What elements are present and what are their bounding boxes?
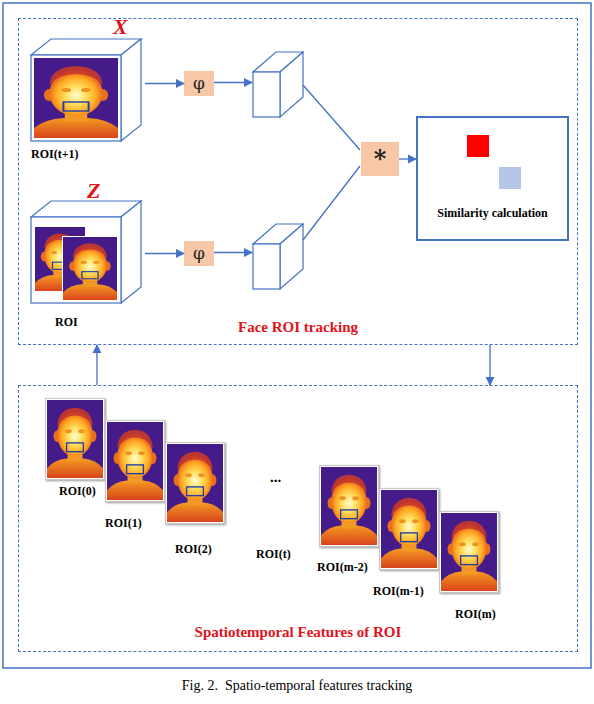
frame-label: ROI(2): [175, 542, 212, 556]
flow-arrow: [489, 345, 490, 385]
input-cube: Z ROI: [29, 181, 145, 331]
frame-border: [165, 442, 225, 524]
thermal-face: [321, 467, 377, 545]
thermal-face: [34, 58, 118, 138]
operator-box: *: [361, 142, 399, 176]
input-letter: X: [113, 15, 128, 39]
thermal-face: [107, 422, 163, 500]
group-title: Face ROI tracking: [19, 319, 577, 336]
thermal-face: [47, 400, 103, 478]
similarity-box: Similarity calculation: [416, 116, 569, 241]
flow-arrow: [96, 345, 97, 385]
figure-caption: Fig. 2. Spatio-temporal features trackin…: [0, 678, 594, 694]
cube-side: [121, 39, 141, 141]
group-box: Spatiotemporal Features of ROI ROI(0) ROI(…: [18, 385, 578, 652]
thermal-image: [107, 422, 163, 500]
thermal-face: [381, 490, 437, 568]
flow-arrow: [399, 158, 416, 159]
thermal-image: [381, 490, 437, 568]
input-label: ROI(t+1): [31, 147, 79, 161]
frame-label: ROI(m): [455, 607, 496, 621]
frame-label: ROI(m-2): [317, 560, 368, 574]
free-label: ROI(t): [256, 547, 291, 561]
group-box: Face ROI trackingXROI(t+1)φ*Similarity c…: [18, 18, 578, 345]
operator-symbol: *: [374, 147, 387, 171]
thermal-image: [321, 467, 377, 545]
roi-frame: ROI(1): [105, 420, 167, 540]
operator-box: φ: [184, 241, 214, 266]
roi-frame: ROI(0): [45, 398, 107, 518]
score-high: [467, 135, 489, 157]
frame-label: ROI(m-1): [373, 584, 424, 598]
thermal-image: [441, 513, 497, 591]
operator-symbol: φ: [193, 75, 205, 92]
roi-frame: ROI(m-1): [379, 488, 441, 608]
operator-box: φ: [184, 71, 214, 96]
flow-arrow: [145, 83, 184, 84]
roi-frame: ROI(m): [439, 511, 501, 631]
roi-frame: ROI(m-2): [319, 465, 381, 585]
flow-arrow: [145, 253, 184, 254]
thermal-image: [167, 444, 223, 522]
free-label: ...: [270, 470, 281, 484]
feature-cuboid: [253, 224, 303, 289]
frame-border: [439, 511, 499, 593]
group-title: Spatiotemporal Features of ROI: [19, 624, 577, 641]
roi-frame: ROI(2): [165, 442, 227, 562]
frame-border: [319, 465, 379, 547]
input-label: ROI: [55, 315, 78, 329]
frame-border: [45, 398, 105, 480]
feature-line: [303, 166, 360, 240]
cube-front: [31, 217, 121, 303]
input-cube: XROI(t+1): [29, 19, 145, 169]
frame-label: ROI(0): [59, 484, 96, 498]
frame-label: ROI(1): [105, 516, 142, 530]
face-border: [62, 236, 118, 300]
input-letter: Z: [87, 179, 100, 203]
thermal-face: [441, 513, 497, 591]
cube-side: [121, 201, 141, 303]
frame-border: [105, 420, 165, 502]
box-label: Similarity calculation: [418, 206, 567, 221]
feature-arrow: [213, 82, 252, 83]
thermal-face: [167, 444, 223, 522]
outer-frame: [3, 3, 591, 668]
operator-symbol: φ: [193, 245, 205, 262]
score-low: [499, 167, 521, 189]
thermal-image: [47, 400, 103, 478]
thermal-face: [63, 237, 117, 300]
frame-border: [379, 488, 439, 570]
feature-cuboid: [253, 52, 303, 117]
cube-front: [31, 55, 121, 141]
feature-arrow: [213, 252, 252, 253]
feature-line: [303, 85, 360, 150]
